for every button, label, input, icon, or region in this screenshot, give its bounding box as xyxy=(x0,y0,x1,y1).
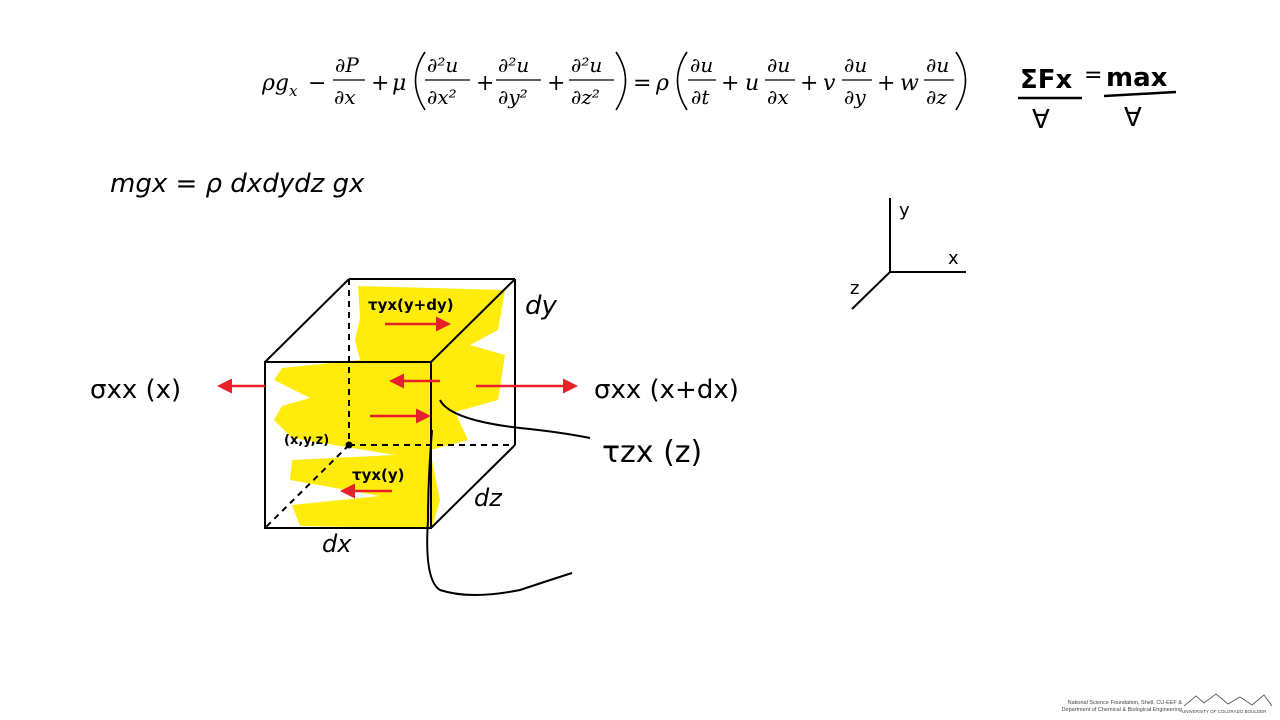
pressure-denominator: ∂x xyxy=(334,85,356,109)
body-force-term: ρg xyxy=(261,71,289,96)
accel-num-1: ∂u xyxy=(690,53,713,77)
credit-line-1: National Science Foundation, Shell, CU-E… xyxy=(1067,700,1182,706)
accel-plus-1: + xyxy=(721,71,739,96)
visc-num-2: ∂²u xyxy=(498,53,529,77)
sigma-xx-right-label: σxx (x+dx) xyxy=(594,375,739,405)
credit-line-2: Department of Chemical & Biological Engi… xyxy=(1061,707,1182,713)
visc-plus-2: + xyxy=(547,71,565,96)
accel-coef-4: w xyxy=(900,71,919,96)
visc-den-2: ∂y² xyxy=(498,85,528,109)
corner-point xyxy=(345,441,353,449)
coordinate-axes xyxy=(851,198,966,310)
equals-sign: = xyxy=(633,71,651,96)
mass-body-force: mgx = ρ dxdydz gx xyxy=(110,169,365,199)
accel-left-paren xyxy=(676,51,688,111)
accel-plus-3: + xyxy=(877,71,895,96)
sum-forces-numerator: ΣFx xyxy=(1020,65,1073,95)
viscous-left-paren xyxy=(414,51,426,111)
footer-credit: National Science Foundation, Shell, CU-E… xyxy=(1022,700,1182,714)
axis-label-x: x xyxy=(948,248,959,269)
cube-edge-tr xyxy=(430,278,516,363)
pressure-numerator: ∂P xyxy=(335,53,359,77)
tau-yx-top-label: τyx(y+dy) xyxy=(368,296,454,314)
accel-den-3: ∂y xyxy=(844,85,866,109)
tau-zx-pointer-line xyxy=(439,399,591,439)
tau-zx-label: τzx (z) xyxy=(602,435,702,470)
cube-edge-br xyxy=(430,444,516,529)
tau-yx-bottom-label: τyx(y) xyxy=(352,466,405,484)
accel-coef-2: u xyxy=(745,71,759,96)
accel-den-1: ∂t xyxy=(691,85,710,109)
visc-den-3: ∂z² xyxy=(571,85,600,109)
cube-edge-tl xyxy=(264,278,350,363)
visc-den-1: ∂x² xyxy=(427,85,457,109)
viscous-right-paren xyxy=(615,51,627,111)
visc-num-1: ∂²u xyxy=(427,53,458,77)
accel-num-4: ∂u xyxy=(926,53,949,77)
accel-den-2: ∂x xyxy=(767,85,789,109)
newton-second-law: ΣFx ∀ = max ∀ xyxy=(1018,63,1177,135)
university-logo: UNIVERSITY OF COLORADO BOULDER xyxy=(1182,692,1274,714)
velocity-profile-curve xyxy=(426,429,573,596)
mountain-logo-icon xyxy=(1183,693,1273,707)
axis-label-z: z xyxy=(850,278,859,299)
dim-dy-label: dy xyxy=(525,291,558,321)
cube-hidden-diagonal xyxy=(264,444,350,529)
accel-coef-3: v xyxy=(823,71,836,96)
newton-rhs-bar xyxy=(1103,90,1177,98)
navier-stokes-equation: ρg x − ∂P ∂x + μ ∂²u ∂x² + ∂²u ∂y² + ∂²u… xyxy=(261,51,967,111)
university-logo-text: UNIVERSITY OF COLORADO BOULDER xyxy=(1182,709,1267,714)
dim-dz-label: dz xyxy=(474,484,503,512)
minus-sign: − xyxy=(308,71,326,96)
rho-symbol: ρ xyxy=(655,71,669,96)
visc-num-3: ∂²u xyxy=(571,53,602,77)
fluid-element-cube xyxy=(264,278,516,529)
visc-plus-1: + xyxy=(476,71,494,96)
body-force-subscript: x xyxy=(289,82,298,100)
accel-num-2: ∂u xyxy=(767,53,790,77)
mass-accel-numerator: max xyxy=(1106,63,1168,93)
accel-right-paren xyxy=(955,51,967,111)
stress-arrows xyxy=(217,316,578,499)
plus-sign: + xyxy=(371,71,389,96)
sigma-xx-left-label: σxx (x) xyxy=(90,375,181,405)
accel-den-4: ∂z xyxy=(926,85,947,109)
mu-symbol: μ xyxy=(392,71,406,96)
dim-dx-label: dx xyxy=(322,530,352,558)
newton-equals: = xyxy=(1084,63,1102,88)
corner-coordinate-label: (x,y,z) xyxy=(284,433,329,448)
accel-plus-2: + xyxy=(800,71,818,96)
volume-denominator-right: ∀ xyxy=(1124,103,1142,133)
z-axis xyxy=(851,271,891,310)
volume-denominator-left: ∀ xyxy=(1032,105,1050,135)
axis-label-y: y xyxy=(899,200,910,221)
accel-num-3: ∂u xyxy=(844,53,867,77)
